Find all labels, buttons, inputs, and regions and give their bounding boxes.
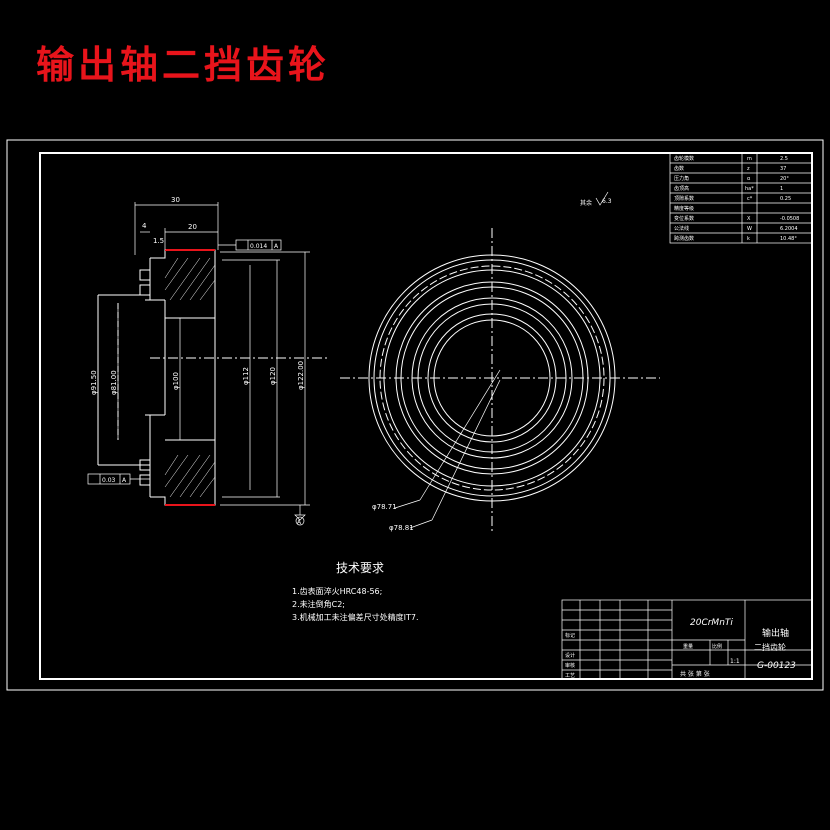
drawing-label: 压力角: [674, 175, 689, 182]
dim-step: 4: [142, 222, 147, 230]
row-review: 审核: [565, 662, 575, 669]
dim-chamfer: 1.5: [153, 237, 164, 245]
drawing-label: 2.5: [780, 156, 788, 162]
drawing-label: k: [747, 236, 750, 242]
tech-item-2: 2.未注倒角C2;: [292, 599, 345, 609]
inner-border: [39, 152, 813, 680]
section-hatching: [164, 257, 216, 498]
drawing-label: 1: [780, 186, 783, 192]
front-dim-2: φ78.81: [389, 524, 414, 532]
dim-d1: φ91.50: [90, 370, 98, 395]
drawing-label: 公法线: [674, 225, 689, 232]
drawing-label: X: [747, 216, 751, 222]
runout-value: 0.014: [250, 243, 267, 250]
drawing-label: ha*: [745, 186, 754, 192]
dim-d7: φ122.00: [297, 361, 305, 390]
section-view: [97, 249, 330, 506]
dim-tooth-width: 20: [188, 223, 197, 231]
material: 20CrMnTi: [690, 618, 733, 628]
weight-label: 重量: [683, 643, 693, 650]
ratio-label: 比例: [712, 643, 722, 650]
drawing-label: 10.48°: [780, 236, 797, 242]
part-name-2: 二挡齿轮: [754, 642, 786, 652]
sheet-info: 共 张 第 张: [680, 670, 710, 678]
scale: 1:1: [730, 658, 740, 665]
drawing-label: 精度等级: [674, 205, 694, 212]
drawing-label: 20°: [780, 176, 789, 182]
tech-item-3: 3.机械加工未注偏差尺寸处精度IT7.: [292, 612, 419, 622]
drawing-label: 6.2004: [780, 226, 798, 232]
drawing-label: c*: [747, 196, 753, 202]
drawing-label: 齿顶高: [674, 185, 689, 192]
drawing-label: 37: [780, 166, 786, 172]
row-process: 工艺: [565, 673, 575, 679]
dim-d3: φ112: [242, 367, 250, 385]
drawing-label: 跨测齿数: [674, 235, 694, 242]
roughness-symbol: [595, 191, 609, 206]
page-title: 输出轴二挡齿轮: [36, 42, 331, 87]
drawing-label: 顶隙系数: [674, 195, 694, 202]
tech-item-1: 1.齿表面淬火HRC48-56;: [292, 586, 382, 596]
roughness-value: 6.3: [602, 198, 612, 205]
drawing-label: 齿数: [674, 165, 684, 172]
drawing-label: z: [747, 166, 750, 172]
parallel-datum: A: [122, 477, 127, 484]
dimension-text: 30 20 4 1.5 0.014 A 0.03 A A φ91.50 φ81.…: [90, 196, 305, 526]
drawing-label: 0.25: [780, 196, 791, 202]
drawing-label: m: [747, 156, 752, 162]
outer-border: [6, 139, 824, 691]
drawing-label: -0.0508: [780, 216, 799, 222]
drawing-label: α: [747, 176, 751, 182]
row-mark: 标记: [565, 632, 575, 639]
drawing-label: 变位系数: [674, 215, 694, 222]
front-dim-1: φ78.71: [372, 503, 397, 511]
datum-label: A: [297, 519, 302, 526]
dim-d4: φ100: [172, 372, 180, 390]
parallel-value: 0.03: [102, 477, 116, 484]
runout-datum: A: [274, 243, 279, 250]
part-name-1: 输出轴: [762, 627, 789, 639]
tech-requirements: 技术要求 1.齿表面淬火HRC48-56; 2.未注倒角C2; 3.机械加工未注…: [292, 561, 419, 622]
gear-param-table: [669, 152, 813, 244]
title-block: [561, 599, 813, 680]
gear-param-text: 齿轮模数 m 2.5 齿数 z 37 压力角 α 20° 齿顶高 ha* 1 顶隙系数 c* 0.2…: [674, 155, 799, 242]
roughness-label: 其余: [580, 199, 592, 207]
dim-d6: φ120: [269, 367, 277, 385]
drawing-label: W: [747, 226, 752, 232]
row-design: 设计: [565, 652, 575, 659]
dim-d2: φ81.00: [110, 370, 118, 395]
dim-overall-width: 30: [171, 196, 180, 204]
drawing-number: G-00123: [757, 661, 796, 671]
title-block-text: 20CrMnTi 输出轴 二挡齿轮 G-00123 1:1 共 张 第 张 重量…: [565, 618, 796, 679]
dimension-lines: [87, 202, 310, 526]
drawing-label: 齿轮模数: [674, 155, 694, 162]
tech-heading: 技术要求: [336, 561, 384, 575]
front-view: [340, 228, 660, 532]
